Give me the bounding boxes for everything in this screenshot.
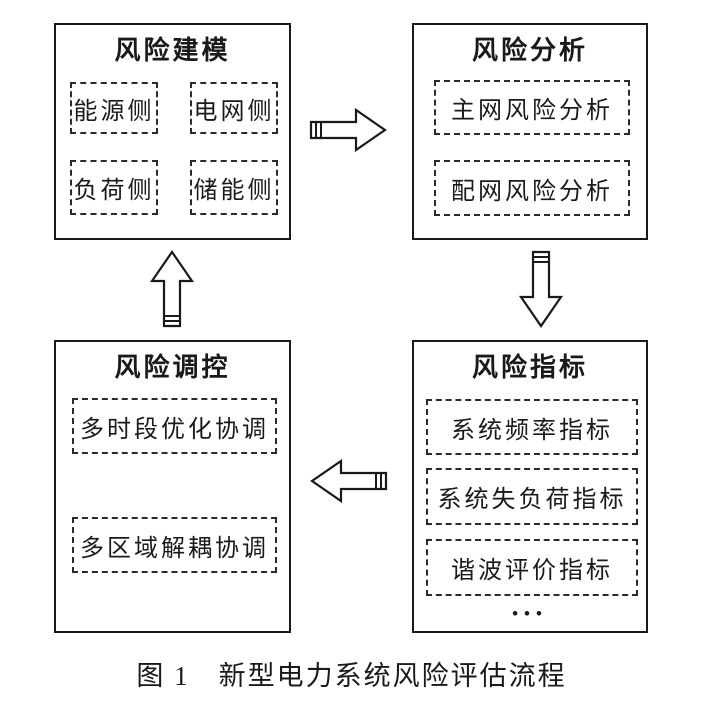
- box-risk-regulation: 风险调控 多时段优化协调 多区域解耦协调: [54, 340, 291, 633]
- dashed-item-energy-side: 能源侧: [70, 82, 158, 134]
- figure-caption: 图 1 新型电力系统风险评估流程: [136, 661, 567, 691]
- dashed-item-multi-period-coordination: 多时段优化协调: [72, 398, 277, 454]
- box-risk-analysis: 风险分析 主网风险分析 配网风险分析: [412, 23, 648, 240]
- dashed-item-distribution-grid-analysis: 配网风险分析: [434, 160, 630, 216]
- box-risk-indicators-title: 风险指标: [471, 353, 588, 382]
- box-risk-modeling: 风险建模 能源侧 电网侧 负荷侧 储能侧: [54, 23, 291, 240]
- dashed-item-load-side: 负荷侧: [70, 160, 158, 215]
- arrow-up-icon: [149, 250, 195, 328]
- dashed-item-harmonic-indicator: 谐波评价指标: [426, 539, 638, 596]
- arrow-right-icon: [309, 107, 387, 153]
- dashed-item-storage-side: 储能侧: [190, 160, 278, 215]
- box-risk-analysis-title: 风险分析: [471, 36, 588, 65]
- arrow-down-icon: [518, 250, 564, 328]
- box-risk-indicators: 风险指标 系统频率指标 系统失负荷指标 谐波评价指标 •••: [412, 340, 648, 633]
- arrow-left-icon: [310, 458, 388, 504]
- ellipsis-more-indicators: •••: [512, 604, 548, 623]
- dashed-item-grid-side: 电网侧: [190, 82, 278, 134]
- dashed-item-main-grid-analysis: 主网风险分析: [434, 80, 630, 135]
- dashed-item-loss-of-load-indicator: 系统失负荷指标: [426, 468, 638, 525]
- box-risk-modeling-title: 风险建模: [114, 36, 231, 65]
- box-risk-regulation-title: 风险调控: [114, 353, 231, 382]
- dashed-item-frequency-indicator: 系统频率指标: [426, 399, 638, 455]
- dashed-item-multi-region-coordination: 多区域解耦协调: [72, 517, 277, 573]
